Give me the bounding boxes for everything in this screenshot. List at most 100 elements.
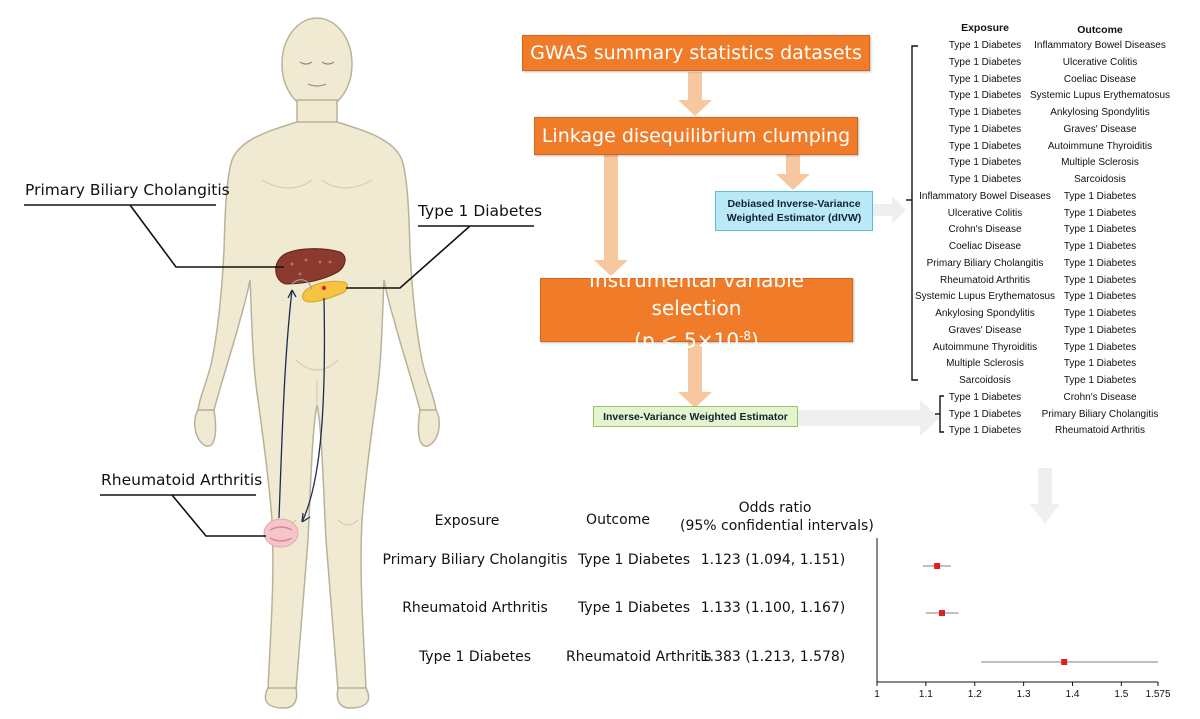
pair-row-13-outcome: Type 1 Diabetes [1063,241,1137,252]
pair-row-1-outcome: Inflammatory Bowel Diseases [1034,40,1166,51]
pair-row-24-exposure: Type 1 Diabetes [948,425,1022,437]
down-arrow-to-forest [1030,468,1060,524]
pair-row-16-outcome: Type 1 Diabetes [1063,291,1137,303]
iv-threshold-label: (p < 5×10-8) [634,328,759,353]
results-or-header-line2: (95% confidential intervals) [680,518,874,534]
pair-row-2-outcome: Ulcerative Colitis [1062,56,1138,68]
forest-tick-label: 1.5 [1114,689,1128,700]
pair-row-22-exposure: Type 1 Diabetes [948,391,1022,403]
pair-row-13-exposure: Coeliac Disease [948,241,1022,252]
forest-point-marker [1061,659,1068,665]
pancreas-organ [302,280,348,303]
pair-row-23-exposure: Type 1 Diabetes [948,408,1022,420]
pair-row-7-outcome: Autoimmune Thyroiditis [1047,140,1153,152]
pair-row-22-outcome: Crohn's Disease [1063,391,1137,403]
pair-row-8-exposure: Type 1 Diabetes [948,157,1022,169]
result-row-1-exposure: Primary Biliary Cholangitis [382,552,568,568]
ld-clumping-box: Linkage disequilibrium clumping [534,117,858,155]
forest-tick-label: 1.4 [1066,689,1080,700]
results-outcome-header: Outcome [586,512,650,528]
knee-joint [263,518,299,548]
result-row-2-or-text: 1.133 (1.100, 1.167) [700,600,846,616]
result-row-1-outcome: Type 1 Diabetes [577,552,691,568]
results-exposure-header: Exposure [434,513,500,529]
result-row-2-exposure: Rheumatoid Arthritis [402,600,548,616]
iv-selection-label: Instrumental variable selection [589,267,804,320]
pair-row-4-exposure: Type 1 Diabetes [948,90,1022,102]
pair-row-16-exposure: Systemic Lupus Erythematosus [914,291,1056,303]
pair-row-10-outcome: Type 1 Diabetes [1063,190,1137,202]
forest-tick-label: 1.575 [1145,689,1170,700]
arrow-iv-to-ivw [678,340,712,408]
pair-row-7-exposure: Type 1 Diabetes [948,140,1022,152]
arrow-ivw-to-table [796,400,940,436]
pair-row-1-exposure: Type 1 Diabetes [948,40,1022,51]
divw-bracket [911,45,918,381]
arrow-ld-to-iv [594,152,628,276]
pair-row-3-exposure: Type 1 Diabetes [948,73,1022,85]
forest-point-marker [934,563,941,569]
pair-row-21-exposure: Sarcoidosis [959,375,1011,386]
divw-box: Debiased Inverse-Variance Weighted Estim… [715,191,873,231]
pair-row-14-exposure: Primary Biliary Cholangitis [926,257,1044,269]
pair-row-17-outcome: Type 1 Diabetes [1063,308,1137,319]
result-row-3-outcome: Rheumatoid Arthritis [566,649,712,665]
pair-table-exposure-header: Exposure [961,22,1009,34]
ivw-label: Inverse-Variance Weighted Estimator [603,410,788,423]
iv-selection-box: Instrumental variable selection (p < 5×1… [540,268,853,352]
pair-row-23-outcome: Primary Biliary Cholangitis [1041,408,1159,420]
pair-row-19-exposure: Autoimmune Thyroiditis [932,341,1038,353]
pair-row-12-outcome: Type 1 Diabetes [1063,224,1137,236]
label-primary-biliary-cholangitis: Primary Biliary Cholangitis [25,181,230,199]
pair-row-5-exposure: Type 1 Diabetes [948,107,1022,118]
pair-row-9-exposure: Type 1 Diabetes [948,174,1022,185]
gwas-box-label: GWAS summary statistics datasets [530,42,862,64]
pancreas-to-knee-arrow [301,297,326,523]
face-features [299,61,335,87]
arrow-ld-to-divw [776,152,810,190]
forest-point-marker [938,610,945,616]
pair-row-14-outcome: Type 1 Diabetes [1063,257,1137,269]
forest-tick-label: 1.3 [1017,689,1031,700]
pair-row-18-exposure: Graves' Disease [948,324,1022,336]
pair-row-2-exposure: Type 1 Diabetes [948,56,1022,68]
pair-row-18-outcome: Type 1 Diabetes [1063,324,1137,336]
pair-row-9-outcome: Sarcoidosis [1074,174,1126,185]
pair-table-outcome-header: Outcome [1077,24,1123,36]
forest-tick-label: 1.2 [968,689,982,700]
gwas-box: GWAS summary statistics datasets [522,35,870,71]
pair-row-20-outcome: Type 1 Diabetes [1063,358,1137,370]
pair-row-11-outcome: Type 1 Diabetes [1063,207,1137,219]
pair-row-8-outcome: Multiple Sclerosis [1061,157,1139,169]
liver-organ [275,248,346,285]
pair-row-3-outcome: Coeliac Disease [1063,73,1137,85]
pair-row-15-exposure: Rheumatoid Arthritis [939,274,1031,286]
knee-to-liver-arrow [278,289,293,519]
results-or-header-line1: Odds ratio [738,500,812,516]
pair-row-10-exposure: Inflammatory Bowel Diseases [919,190,1051,202]
result-row-2-outcome: Type 1 Diabetes [577,600,691,616]
label-type-1-diabetes: Type 1 Diabetes [418,202,543,220]
arrow-gwas-to-ld [678,72,712,116]
flow-arrows [594,72,940,436]
pair-row-4-outcome: Systemic Lupus Erythematosus [1030,90,1171,102]
ivw-box: Inverse-Variance Weighted Estimator [593,406,798,427]
pair-row-11-exposure: Ulcerative Colitis [947,207,1023,219]
label-leader-lines [24,204,534,537]
result-row-3-exposure: Type 1 Diabetes [418,649,532,665]
organ-connection-arrows [278,279,326,523]
human-body-illustration [24,17,534,709]
pair-row-5-outcome: Ankylosing Spondylitis [1050,107,1150,118]
pair-row-6-outcome: Graves' Disease [1063,123,1137,135]
pair-row-20-exposure: Multiple Sclerosis [946,358,1024,370]
pair-row-12-exposure: Crohn's Disease [948,224,1022,236]
pair-row-24-outcome: Rheumatoid Arthritis [1054,425,1146,437]
body-outline [193,17,441,709]
label-rheumatoid-arthritis: Rheumatoid Arthritis [101,471,263,489]
ld-clumping-label: Linkage disequilibrium clumping [541,125,851,147]
forest-tick-label: 1 [874,689,880,700]
result-row-1-or-text: 1.123 (1.094, 1.151) [700,552,846,568]
divw-label-line1: Debiased Inverse-Variance [727,198,861,210]
